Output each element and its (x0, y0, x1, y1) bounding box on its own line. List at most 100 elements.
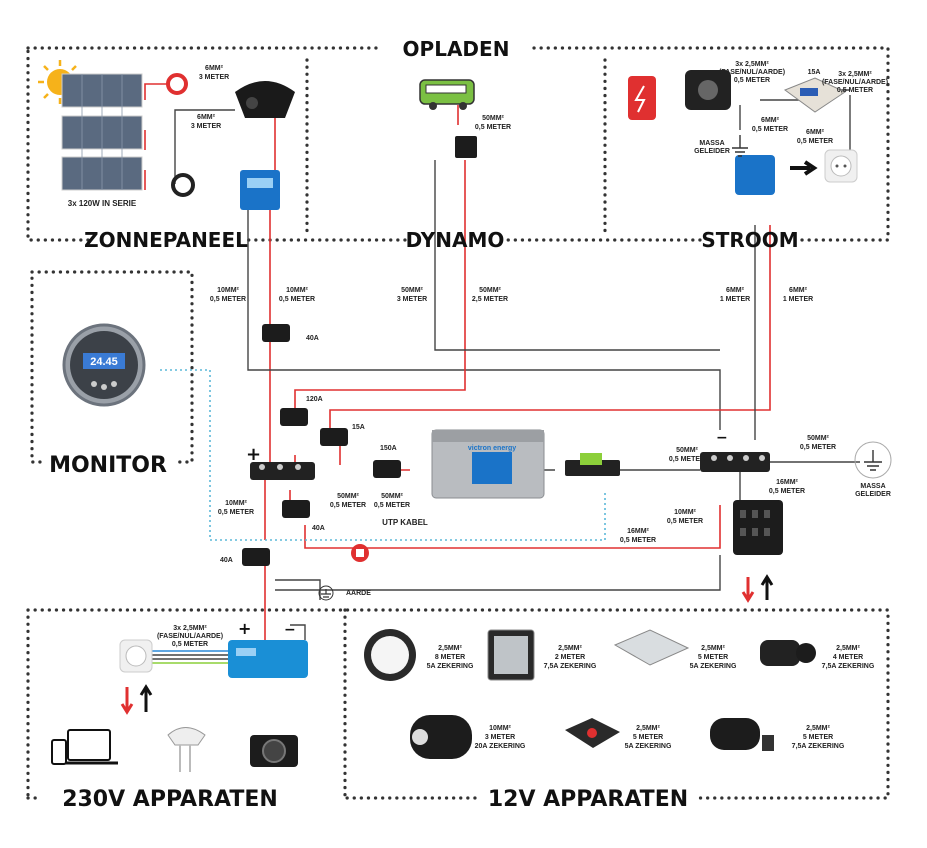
cable-label: 3x 2,5MM² (838, 71, 872, 78)
section-frames (26, 46, 890, 800)
device-spec-pump: 2,5MM² 4 METER 7,5A ZEKERING (822, 645, 875, 670)
svg-text:2,5MM²: 2,5MM² (636, 725, 660, 732)
cable-label: 3x 2,5MM² (735, 61, 769, 68)
battery-shunt-icon (565, 453, 620, 476)
socket-icon (824, 149, 858, 183)
cable-label: 3 METER (199, 74, 229, 81)
massa-label: MASSA (699, 140, 724, 147)
fuse-label: 15A (352, 424, 365, 431)
utp-label: UTP KABEL (382, 518, 428, 527)
cable-label: 6MM² (806, 129, 825, 136)
cable-label: 0,5 METER (620, 537, 656, 544)
cable-label: 50MM² (676, 447, 698, 454)
cable-label: 6MM² (205, 65, 224, 72)
monitor-display: 24.45 (90, 356, 118, 368)
device-speaker-icon (565, 718, 620, 748)
svg-text:5A ZEKERING: 5A ZEKERING (427, 663, 474, 670)
device-spec-fridge: 2,5MM² 2 METER 7,5A ZEKERING (544, 645, 597, 670)
svg-text:7,5A ZEKERING: 7,5A ZEKERING (822, 663, 875, 670)
svg-text:5 METER: 5 METER (698, 654, 728, 661)
svg-text:2,5MM²: 2,5MM² (701, 645, 725, 652)
fuse-label: 15A (808, 69, 821, 76)
section-230v: 230V APPARATEN (62, 787, 278, 812)
section-stroom: STROOM (701, 228, 798, 252)
battery-monitor-icon (62, 323, 146, 407)
section-zonnepaneel: ZONNEPANEEL (84, 228, 248, 252)
section-monitor: MONITOR (49, 453, 167, 478)
busbar-positive (250, 462, 315, 480)
cable-label: 1 METER (720, 296, 750, 303)
cable-label: 0,5 METER (374, 502, 410, 509)
cable-label: 10MM² (674, 509, 696, 516)
cable-label: 6MM² (761, 117, 780, 124)
svg-text:2 METER: 2 METER (555, 654, 585, 661)
svg-text:2,5MM²: 2,5MM² (806, 725, 830, 732)
cable-label: 50MM² (482, 115, 504, 122)
cable-label: 0,5 METER (800, 444, 836, 451)
cable-label: 0,5 METER (769, 488, 805, 495)
ground-icon-stroom (732, 135, 748, 157)
distribution-box-icon (783, 77, 847, 113)
plus-sign: + (246, 444, 261, 465)
cable-label: 6MM² (726, 287, 745, 294)
fuse-box-12v-icon (733, 500, 783, 555)
cable-label: 16MM² (627, 528, 649, 535)
fuse-label: 40A (312, 525, 325, 532)
cable-label: 10MM² (217, 287, 239, 294)
device-boiler-icon (410, 715, 472, 759)
svg-text:5 METER: 5 METER (633, 734, 663, 741)
cable-label: 6MM² (789, 287, 808, 294)
device-heater-icon (710, 718, 774, 751)
svg-text:5 METER: 5 METER (803, 734, 833, 741)
device-fridge-icon (487, 629, 535, 681)
massa-label-main: MASSA (860, 483, 885, 490)
svg-text:8 METER: 8 METER (435, 654, 465, 661)
arrows-updown-230v-icon (120, 684, 153, 715)
cable-label: (FASE/NUL/AARDE) (157, 633, 223, 640)
plus-sign-inverter: + (238, 619, 251, 638)
cable-coil-black-icon (171, 173, 195, 197)
svg-text:20A ZEKERING: 20A ZEKERING (475, 743, 526, 750)
fuse-label: 120A (306, 396, 323, 403)
cable-label: 2,5 METER (472, 296, 508, 303)
ground-icon-inverter (318, 585, 334, 601)
ground-icon-main (854, 441, 892, 479)
fuse-label: 150A (380, 445, 397, 452)
device-spec-speaker: 2,5MM² 5 METER 5A ZEKERING (625, 725, 672, 750)
cable-label: 6MM² (197, 114, 216, 121)
device-spec-heater: 2,5MM² 5 METER 7,5A ZEKERING (792, 725, 845, 750)
cable-label: 50MM² (337, 493, 359, 500)
svg-text:2,5MM²: 2,5MM² (836, 645, 860, 652)
device-spec-boiler: 10MM² 3 METER 20A ZEKERING (475, 725, 526, 750)
cable-label: 50MM² (479, 287, 501, 294)
relay-icon (455, 136, 477, 158)
cable-label: 50MM² (381, 493, 403, 500)
cable-label: 10MM² (286, 287, 308, 294)
cable-label: 1 METER (783, 296, 813, 303)
mppt-controller-icon (240, 170, 280, 210)
battery-switch-icon (351, 544, 369, 562)
cable-label: 3 METER (191, 123, 221, 130)
device-lamp-icon (364, 629, 416, 681)
aarde-label: AARDE (346, 590, 371, 597)
solar-panels-icon (61, 73, 143, 191)
inverter-icon (228, 640, 308, 678)
section-12v: 12V APPARATEN (488, 787, 688, 812)
cable-label: 3 METER (397, 296, 427, 303)
arrows-updown-icon (741, 574, 774, 603)
cable-label: 0,5 METER (797, 138, 833, 145)
battery-icon (431, 429, 545, 499)
cable-label: 0,5 METER (172, 641, 208, 648)
cable-label: 16MM² (776, 479, 798, 486)
device-spec-lamp: 2,5MM² 8 METER 5A ZEKERING (427, 645, 474, 670)
minus-sign-inverter: − (284, 622, 296, 638)
device-spec-roof-hatch: 2,5MM² 5 METER 5A ZEKERING (690, 645, 737, 670)
cable-label: 0,5 METER (475, 124, 511, 131)
cable-label: 0,5 METER (734, 77, 770, 84)
arrow-right-icon (790, 160, 818, 176)
laptop-icon (51, 729, 118, 765)
cable-label: 50MM² (401, 287, 423, 294)
cable-label: 0,5 METER (667, 518, 703, 525)
battery-brand: victron energy (468, 445, 516, 452)
